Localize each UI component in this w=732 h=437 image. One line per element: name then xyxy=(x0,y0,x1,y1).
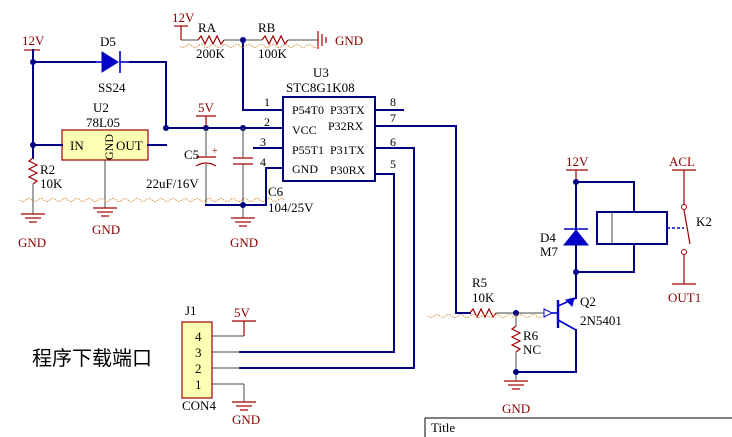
decoupling-section: 5V + C5 22uF/16V C6 104/25V GND xyxy=(146,100,314,250)
u2-regulator-body xyxy=(61,129,149,161)
gnd-label-caps: GND xyxy=(230,235,258,250)
acl-label: ACL xyxy=(669,154,695,169)
j1-pin-1: 1 xyxy=(195,377,202,392)
q2-value: 2N5401 xyxy=(580,313,622,328)
u3-pin-left-4: GND xyxy=(292,162,318,176)
u3-pin-left-1: P54T0 xyxy=(292,103,324,117)
d5-label: D5 xyxy=(100,34,116,49)
u3-pin-right-5: P30RX xyxy=(330,163,366,177)
u3-pin-num-2: 2 xyxy=(264,115,270,129)
r5-resistor xyxy=(469,307,497,319)
title-block: Title xyxy=(424,417,732,437)
u3-pin-right-7: P32RX xyxy=(328,119,364,133)
ra-label: RA xyxy=(198,20,217,35)
relay-driver: 12V D4 M7 ACL OUT1 K2 R5 10K xyxy=(427,154,712,416)
q2-label: Q2 xyxy=(580,294,596,309)
j1-pin-2: 2 xyxy=(195,361,202,376)
r6-label: R6 xyxy=(523,328,539,343)
k2-switch-arm xyxy=(683,209,691,245)
u3-pin-right-8: P33TX xyxy=(330,103,365,117)
rb-value: 100K xyxy=(258,46,288,61)
d4-value: M7 xyxy=(540,244,559,259)
u3-pin-num-6: 6 xyxy=(390,135,396,149)
gnd-label-q2: GND xyxy=(502,401,530,416)
u3-pin-num-3: 3 xyxy=(260,135,266,149)
u2-label: U2 xyxy=(93,100,109,115)
r2-label: R2 xyxy=(40,162,55,177)
wire-divider-to-pin1 xyxy=(242,39,284,111)
k2-relay-coil xyxy=(596,211,668,245)
v5-j1-label: 5V xyxy=(234,305,251,320)
u3-pin-num-1: 1 xyxy=(264,95,270,109)
svg-text:+: + xyxy=(212,146,218,157)
v12-left-label: 12V xyxy=(22,33,45,48)
d5-diode-symbol xyxy=(101,51,119,73)
u3-pin-right-6: P31TX xyxy=(330,143,365,157)
u3-value: STC8G1K08 xyxy=(286,80,355,95)
wire-p31-to-j1 xyxy=(239,147,415,369)
power-input-section: 12V D5 SS24 U2 78L05 IN OUT GND GND R2 1 xyxy=(18,33,285,250)
j1-value: CON4 xyxy=(182,398,216,413)
u3-pin-num-5: 5 xyxy=(390,157,396,171)
u2-gnd-pin: GND xyxy=(102,134,116,160)
u3-pin-num-7: 7 xyxy=(390,111,396,125)
u3-pin-left-3: P55T1 xyxy=(292,143,324,157)
u3-pin-num-4: 4 xyxy=(260,155,266,169)
c5-value: 22uF/16V xyxy=(146,176,199,191)
j1-connector: J1 4 3 2 1 CON4 5V GND 程序下载端口 xyxy=(32,303,260,427)
voltage-divider: 12V GND RA 200K RB 100K xyxy=(172,10,363,111)
d4-label: D4 xyxy=(540,230,556,245)
v12-top-label: 12V xyxy=(172,10,195,25)
ra-resistor xyxy=(197,34,225,46)
r2-resistor xyxy=(27,157,39,185)
c5-label: C5 xyxy=(184,147,199,162)
gnd-label-r2: GND xyxy=(18,235,46,250)
j1-body xyxy=(181,321,213,399)
r5-label: R5 xyxy=(472,275,487,290)
j1-pin-4: 4 xyxy=(195,329,202,344)
u2-in-pin: IN xyxy=(70,138,84,153)
u2-out-pin: OUT xyxy=(116,138,143,153)
rb-resistor xyxy=(261,34,289,46)
r6-value: NC xyxy=(523,342,541,357)
c6-value: 104/25V xyxy=(268,200,314,215)
ra-value: 200K xyxy=(196,46,226,61)
u3-label: U3 xyxy=(313,65,329,80)
title-label: Title xyxy=(431,420,455,435)
d4-diode-symbol xyxy=(562,229,590,246)
download-port-label: 程序下载端口 xyxy=(32,346,152,370)
u3-pin-left-2: VCC xyxy=(292,123,317,137)
rb-label: RB xyxy=(258,20,276,35)
u3-mcu: U3 STC8G1K08 P54T0 VCC P55T1 GND P33TX P… xyxy=(239,65,457,369)
wire-p32-to-r5 xyxy=(374,125,457,314)
u3-body xyxy=(282,96,376,182)
wire-p30-to-j1 xyxy=(239,173,395,353)
r6-resistor xyxy=(510,325,522,353)
k2-label: K2 xyxy=(696,214,712,229)
gnd-label-j1: GND xyxy=(232,412,260,427)
d5-value: SS24 xyxy=(98,80,126,95)
c6-label: C6 xyxy=(268,184,284,199)
gnd-label-top: GND xyxy=(335,33,363,48)
u2-value: 78L05 xyxy=(86,115,120,130)
v5-main-label: 5V xyxy=(198,100,215,115)
r2-value: 10K xyxy=(40,176,63,191)
out1-label: OUT1 xyxy=(668,290,701,305)
u3-pin-num-8: 8 xyxy=(390,95,396,109)
gnd-label-u2: GND xyxy=(92,222,120,237)
j1-pin-3: 3 xyxy=(195,345,202,360)
j1-label: J1 xyxy=(185,303,197,318)
v12-relay-label: 12V xyxy=(566,154,589,169)
r5-value: 10K xyxy=(472,290,495,305)
